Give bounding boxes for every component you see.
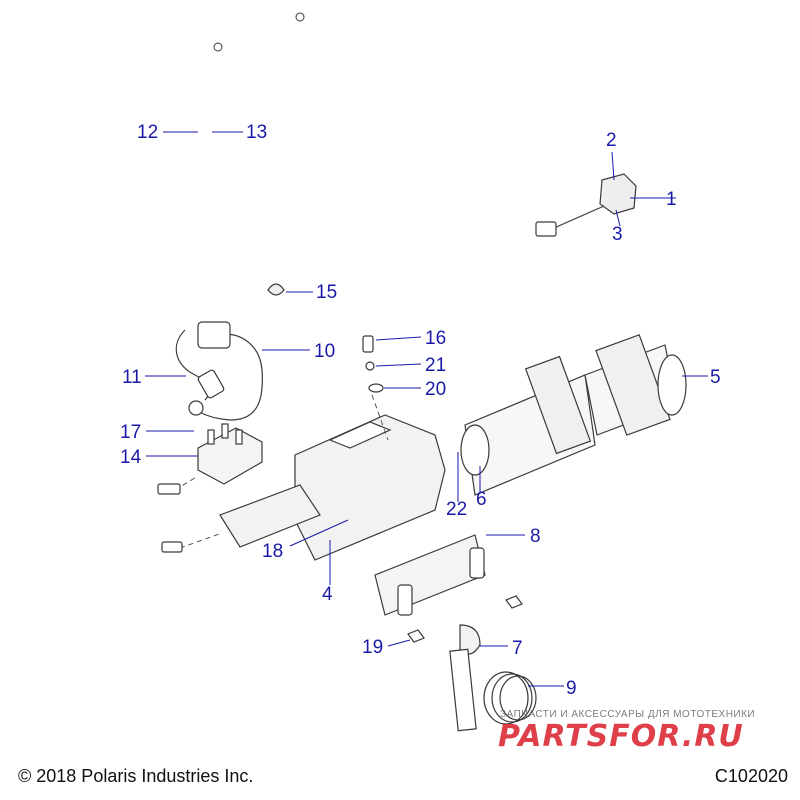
- callout-11: 11: [122, 367, 142, 388]
- callout-22: 22: [446, 499, 467, 520]
- callout-10: 10: [314, 341, 335, 362]
- watermark-tagline: ЗАПЧАСТИ И АКСЕССУАРЫ ДЛЯ МОТОТЕХНИКИ: [500, 709, 755, 720]
- callout-8: 8: [530, 526, 541, 547]
- battery-cable-12: [193, 42, 223, 341]
- callout-4: 4: [322, 584, 333, 605]
- callout-12: 12: [137, 122, 158, 143]
- callout-18: 18: [262, 541, 283, 562]
- callout-19: 19: [362, 637, 383, 658]
- winch-body-5: [460, 334, 687, 496]
- callout-14: 14: [120, 447, 142, 468]
- callout-5: 5: [710, 367, 721, 388]
- diagram-code: C102020: [714, 766, 788, 786]
- mounting-plate-4: [161, 414, 446, 561]
- callout-20: 20: [425, 379, 446, 400]
- callout-16: 16: [425, 328, 446, 349]
- callout-17: 17: [120, 422, 141, 443]
- battery-cable-13: [221, 12, 305, 346]
- watermark-brand: PARTSFOR.RU: [498, 719, 744, 754]
- callout-9: 9: [566, 678, 577, 699]
- callout-15: 15: [316, 282, 337, 303]
- callout-3: 3: [612, 224, 623, 245]
- callout-labels: 1 2 3 4 5 6 7 8 9 10 11 12 13 14 15 16 1…: [120, 122, 721, 699]
- winch-harness-10-11: [175, 321, 263, 421]
- callout-7: 7: [512, 638, 523, 659]
- callout-13: 13: [246, 122, 267, 143]
- copyright-text: © 2018 Polaris Industries Inc.: [18, 766, 254, 786]
- callout-2: 2: [606, 130, 617, 151]
- fasteners-16-20-21: [362, 335, 389, 441]
- winch-switch-1-2-3: [535, 173, 637, 237]
- callout-21: 21: [425, 355, 446, 376]
- hardware-7-9-19: [407, 595, 537, 732]
- cable-clip-15: [267, 283, 285, 296]
- watermark: ЗАПЧАСТИ И АКСЕССУАРЫ ДЛЯ МОТОТЕХНИКИ PA…: [498, 709, 755, 754]
- leader-lines: [145, 131, 708, 687]
- contactor-14: [157, 423, 263, 495]
- fairlead-8: [374, 534, 486, 616]
- callout-6: 6: [476, 489, 487, 510]
- callout-1: 1: [666, 189, 677, 210]
